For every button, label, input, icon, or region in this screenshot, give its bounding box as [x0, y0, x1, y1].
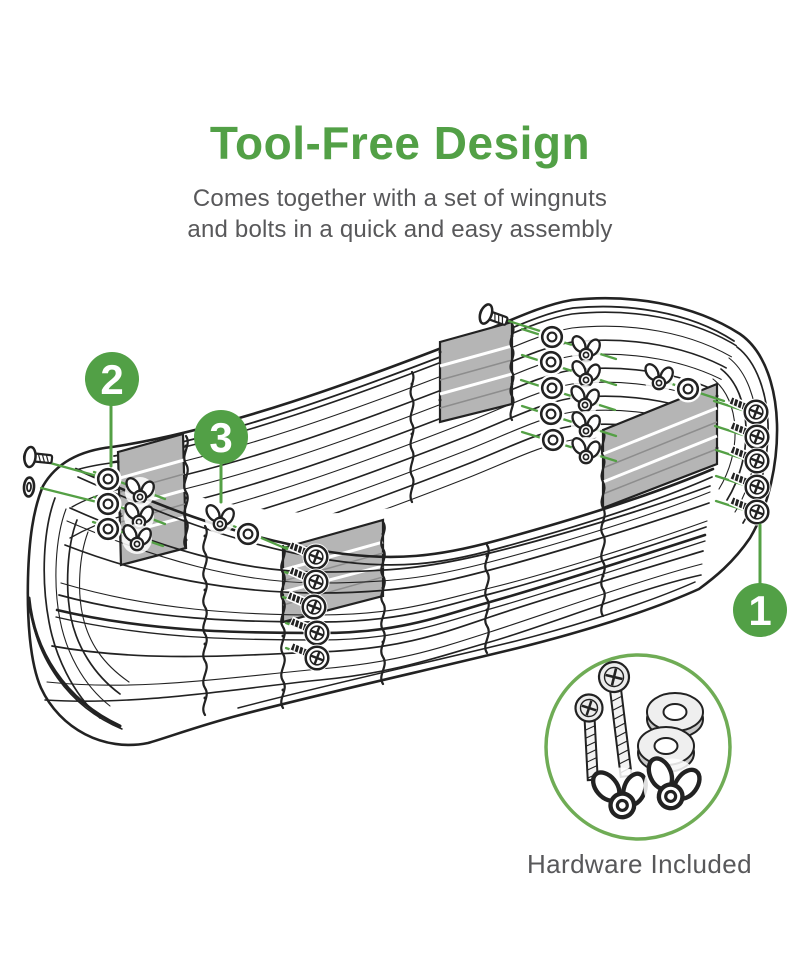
callout-2-number: 2 — [100, 356, 123, 403]
bolt-icon — [574, 693, 604, 782]
callout-3: 3 — [194, 410, 248, 504]
rivet-dots — [116, 334, 719, 700]
wingnut-icon — [568, 408, 604, 443]
hardware-included-badge — [544, 653, 732, 841]
washer-icon — [538, 425, 568, 455]
callout-1: 1 — [733, 523, 787, 637]
bolt-icon — [291, 644, 331, 672]
washer-icon — [537, 373, 567, 403]
subtitle-line-1: Comes together with a set of wingnuts — [192, 185, 608, 212]
subtitle-line-2: and bolts in a quick and easy assembly — [187, 216, 613, 243]
hardware-right-bolts — [730, 398, 771, 526]
washer-side-icon — [22, 475, 36, 499]
near-wall-corrugation-lines — [44, 485, 711, 709]
callout-3-number: 3 — [209, 414, 232, 461]
seam-panel-right — [601, 382, 719, 510]
bolt-icon — [731, 498, 771, 526]
left-end-cap-arcs — [27, 497, 130, 730]
near-rim-outer — [74, 467, 715, 559]
callout-2-badge — [85, 352, 139, 406]
bolt-icon — [731, 473, 771, 501]
wingnut-icon — [641, 360, 677, 395]
heading-block: Tool-Free Design Comes together with a s… — [0, 116, 800, 245]
seam-panel-back-middle — [438, 320, 514, 424]
page-title: Tool-Free Design — [209, 117, 591, 169]
hardware-included-label: Hardware Included — [526, 849, 753, 879]
hardware-callout3-pair — [202, 501, 263, 549]
washer-icon — [536, 347, 566, 377]
near-rim-inner — [77, 476, 713, 566]
washer-icon — [93, 489, 123, 519]
washer-icon — [233, 519, 263, 549]
bolt-icon — [730, 398, 770, 426]
bolt-icon — [21, 445, 55, 471]
callout-2: 2 — [85, 352, 139, 468]
seam-lines — [183, 322, 606, 717]
bolt-icon — [731, 447, 771, 475]
wingnut-icon — [568, 434, 604, 469]
washer-icon — [673, 374, 703, 404]
washer-icon — [93, 464, 123, 494]
washer-icon — [93, 514, 123, 544]
washer-icon — [537, 322, 567, 352]
callout-1-badge — [733, 583, 787, 637]
page-subtitle: Comes together with a set of wingnuts an… — [0, 183, 800, 245]
callout-1-number: 1 — [748, 587, 771, 634]
callout-3-badge — [194, 410, 248, 464]
washer-icon — [536, 399, 566, 429]
bed-silhouette — [26, 296, 779, 747]
